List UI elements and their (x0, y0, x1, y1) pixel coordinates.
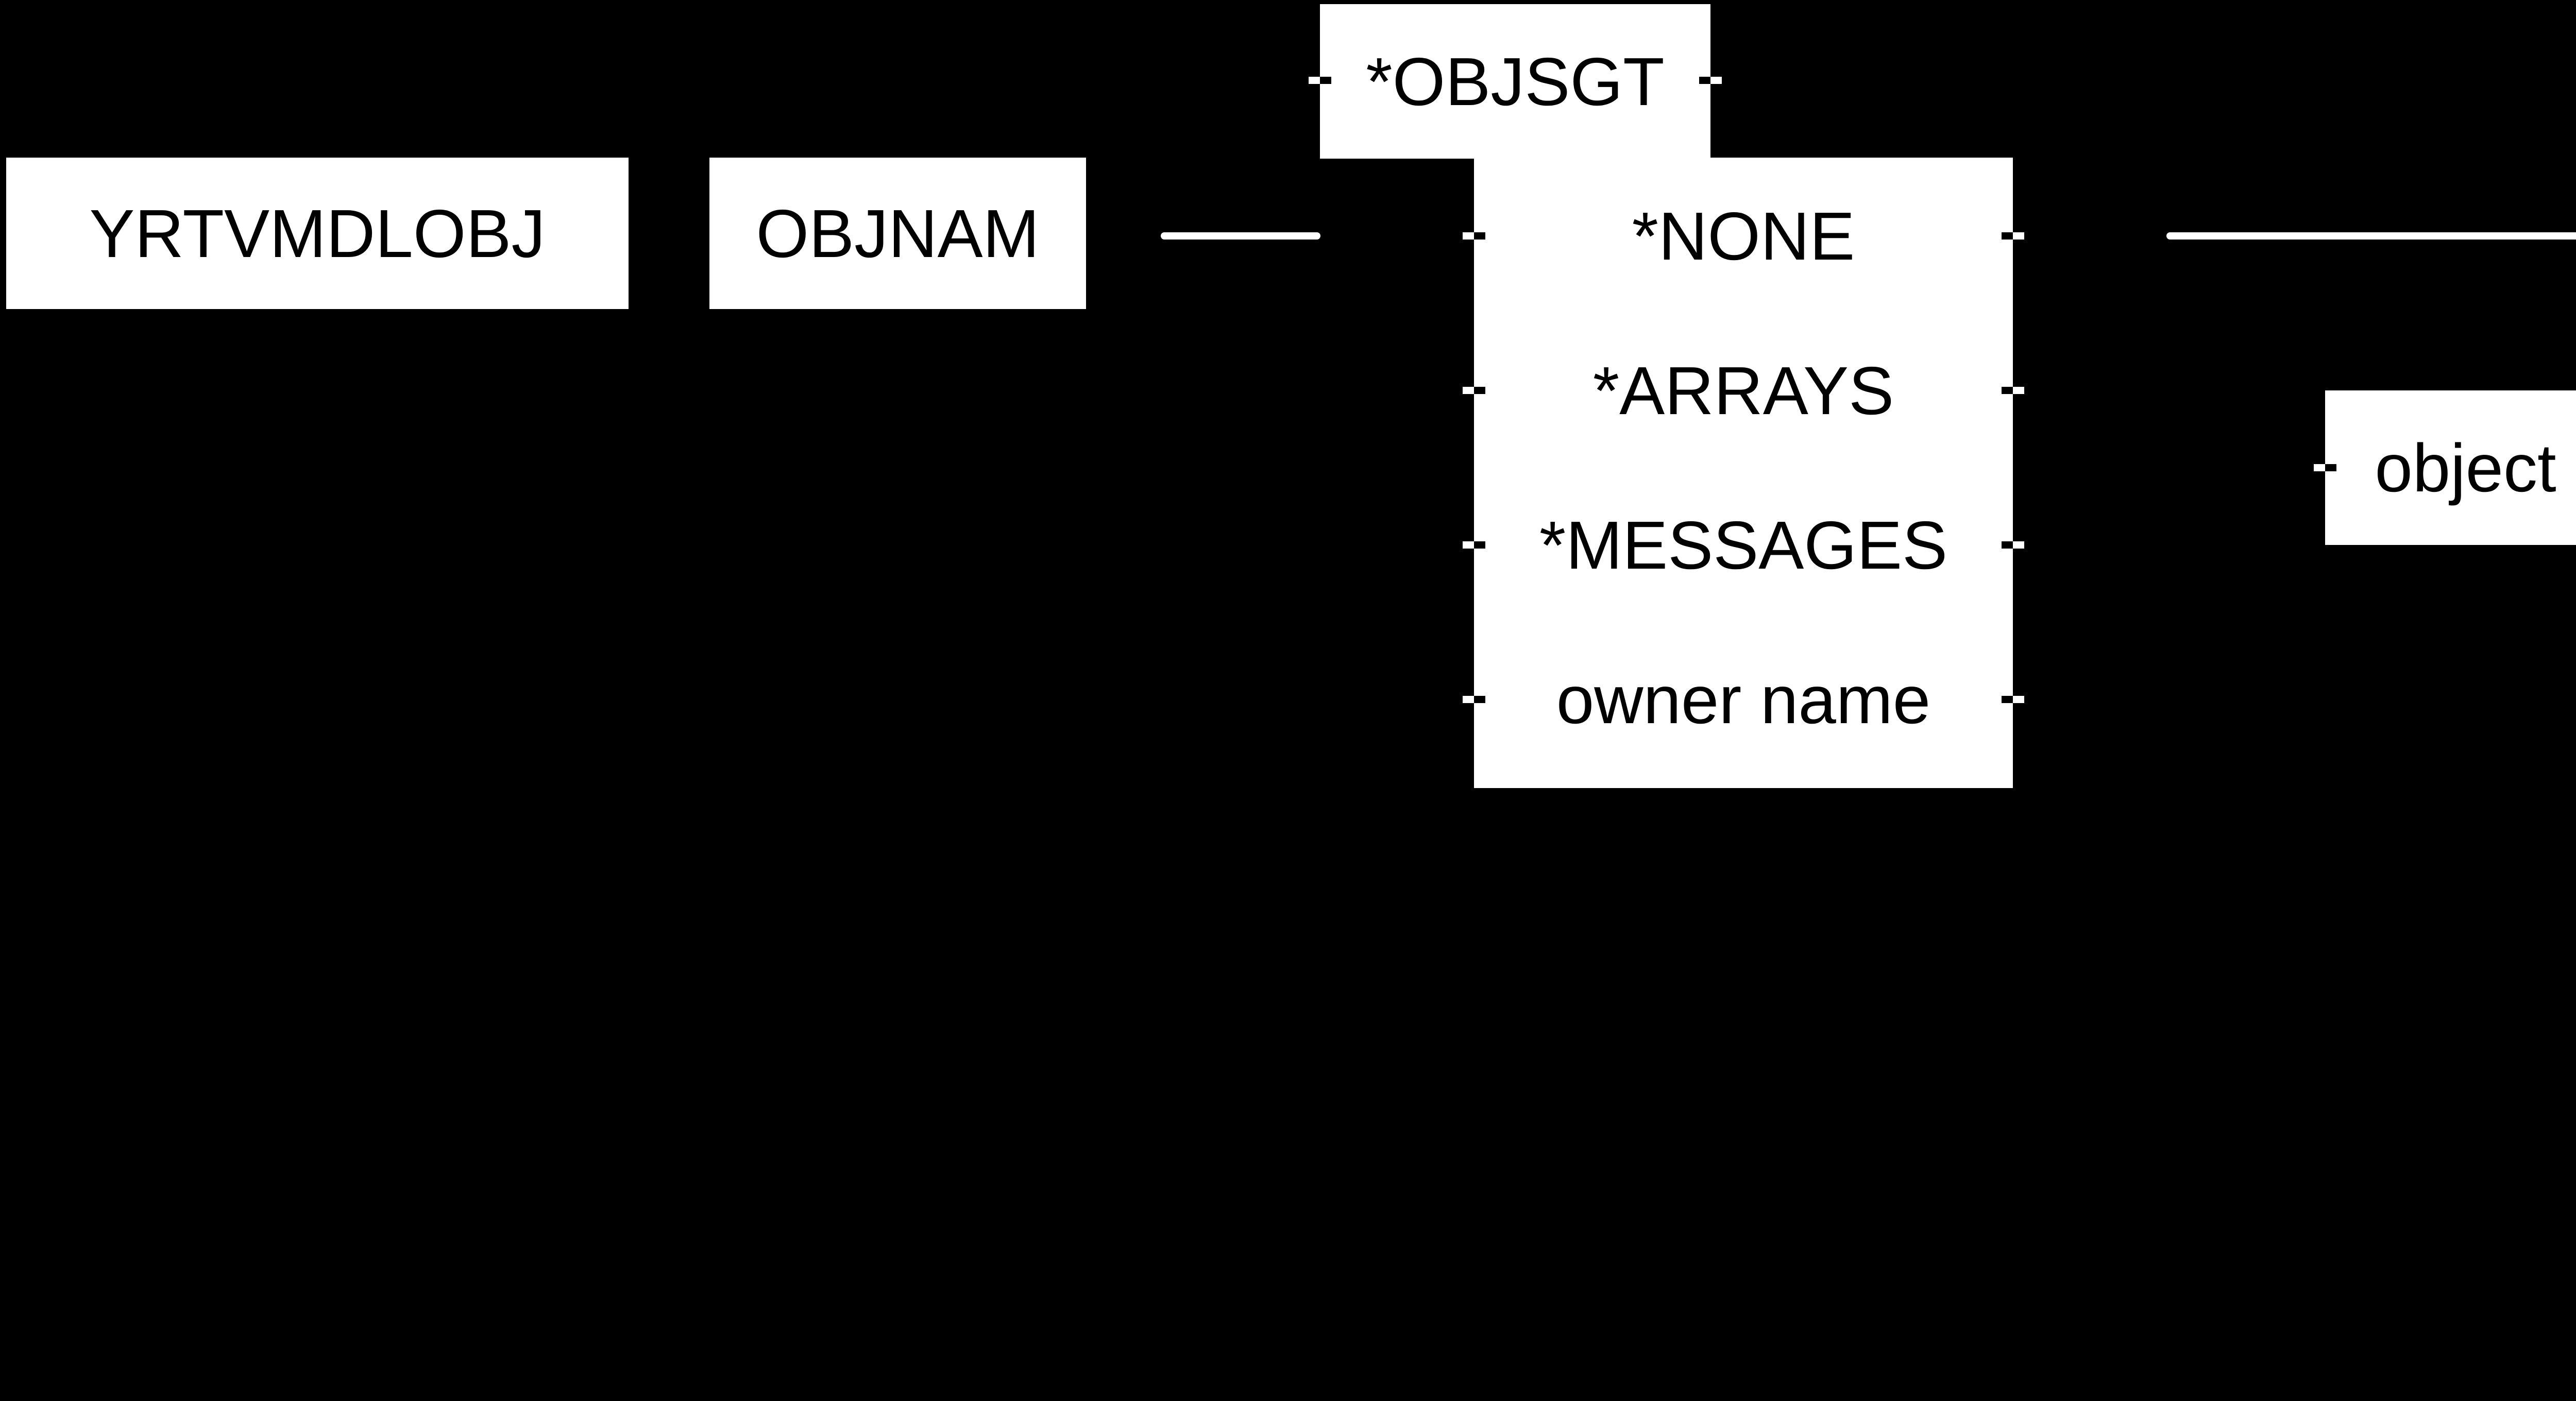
rail-segment-2 (2166, 232, 2576, 240)
command-box: YRTVMDLOBJ (6, 158, 629, 309)
scope-option-arrays: *ARRAYS (1474, 349, 2013, 432)
objsgt-label: *OBJSGT (1366, 43, 1665, 119)
scope-option-label: *NONE (1632, 198, 1855, 274)
scope-options-box: *NONE *ARRAYS *MESSAGES owner name (1474, 158, 2013, 788)
parameter-label: OBJNAM (756, 195, 1040, 271)
object-name-label: object name (2375, 430, 2576, 506)
command-label: YRTVMDLOBJ (89, 195, 546, 271)
parameter-box: OBJNAM (709, 158, 1086, 309)
scope-option-messages: *MESSAGES (1474, 504, 2013, 586)
connector-stubs-inner (0, 0, 11, 7)
rail-segment-1 (1161, 232, 1320, 240)
scope-option-owner-name: owner name (1474, 658, 2013, 741)
scope-option-label: *MESSAGES (1539, 507, 1948, 583)
objsgt-option-box: *OBJSGT (1320, 4, 1710, 159)
scope-option-label: owner name (1556, 661, 1931, 738)
object-name-box: object name (2325, 390, 2576, 545)
scope-option-label: *ARRAYS (1592, 352, 1894, 429)
scope-option-none: *NONE (1474, 195, 2013, 277)
